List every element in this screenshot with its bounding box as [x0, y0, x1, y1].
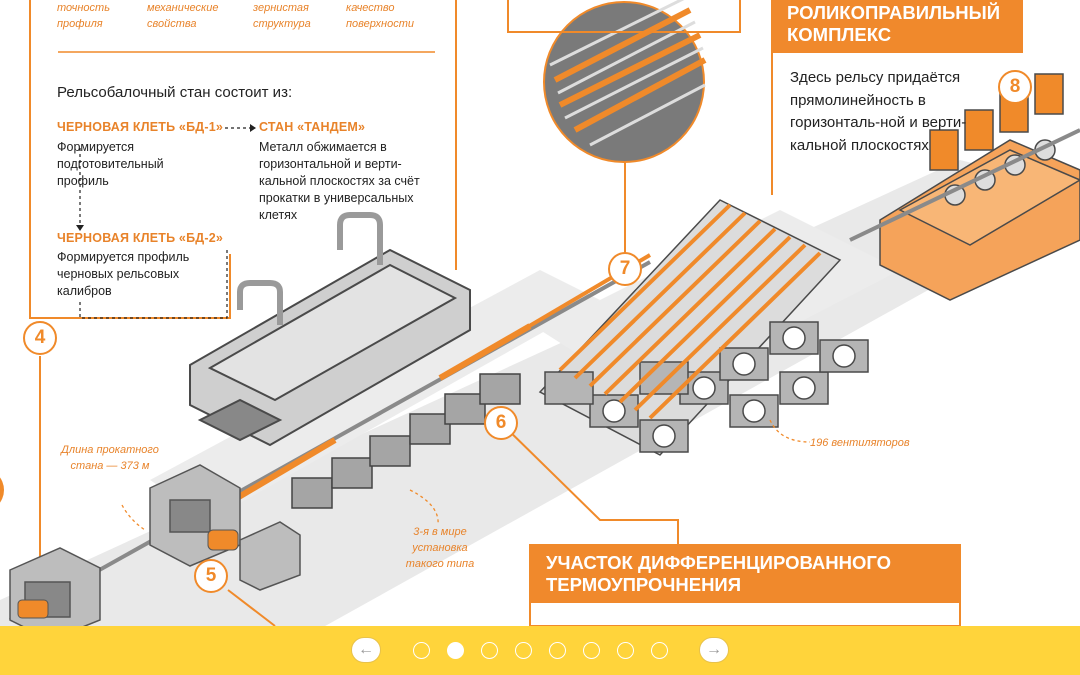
step-badge-5: 5 [194, 559, 228, 593]
prev-arrow-button[interactable]: ← [351, 637, 381, 663]
stage-tandem-text: Металл обжимается в горизонтальной и вер… [259, 140, 420, 222]
slide-dot-8[interactable] [651, 642, 668, 659]
stage-tandem-title: СТАН «ТАНДЕМ» [259, 120, 366, 134]
panel-straightening-title: РОЛИКОПРАВИЛЬНЫЙ КОМПЛЕКС [773, 0, 1023, 53]
top-label-grain: зернистая структура [253, 2, 311, 30]
top-label-mechanical: механические свойства [147, 2, 219, 30]
top-label-profile-accuracy: точность профиля [57, 2, 110, 30]
arrow-left-icon: ← [358, 641, 374, 658]
slide-nav-bar: ← → [0, 626, 1080, 675]
panel-straightening-text: Здесь рельсу придаётся прямолинейность в… [790, 69, 967, 154]
step-badge-6: 6 [484, 406, 518, 440]
intro-text: Рельсобалочный стан состоит из: [57, 84, 293, 101]
step-badge-8: 8 [998, 70, 1032, 104]
slide-dot-1[interactable] [413, 642, 430, 659]
stage-bd2-text: Формируется профиль черновых рельсовых к… [57, 250, 190, 298]
slide-dot-4[interactable] [515, 642, 532, 659]
arrow-right-icon: → [706, 641, 722, 658]
straightening-machine [879, 73, 1080, 301]
zoom-circle [543, 0, 707, 255]
note-unique: 3-я в мире установка такого типа [405, 526, 475, 570]
panel-hardening-title: УЧАСТОК ДИФФЕРЕНЦИРОВАННОГО ТЕРМОУПРОЧНЕ… [530, 545, 960, 603]
step-badge-7: 7 [608, 252, 642, 286]
slide-dot-5[interactable] [549, 642, 566, 659]
note-fans: 196 вентиляторов [810, 437, 910, 449]
stage-bd2-title: ЧЕРНОВАЯ КЛЕТЬ «БД-2» [57, 231, 224, 245]
stage-bd1-text: Формируется подготовительный профиль [57, 140, 164, 188]
step-badge-4: 4 [23, 321, 57, 355]
tandem-mill [189, 212, 471, 447]
slide-dot-6[interactable] [583, 642, 600, 659]
stage-bd1-title: ЧЕРНОВАЯ КЛЕТЬ «БД-1» [57, 120, 224, 134]
top-label-surface: качество поверхности [346, 2, 414, 30]
slide-dot-7[interactable] [617, 642, 634, 659]
note-mill-length: Длина прокатного стана — 373 м [61, 444, 159, 472]
slide-dot-2[interactable] [447, 642, 464, 659]
slide-dot-3[interactable] [481, 642, 498, 659]
cooling-rails [478, 203, 822, 420]
next-arrow-button[interactable]: → [699, 637, 729, 663]
